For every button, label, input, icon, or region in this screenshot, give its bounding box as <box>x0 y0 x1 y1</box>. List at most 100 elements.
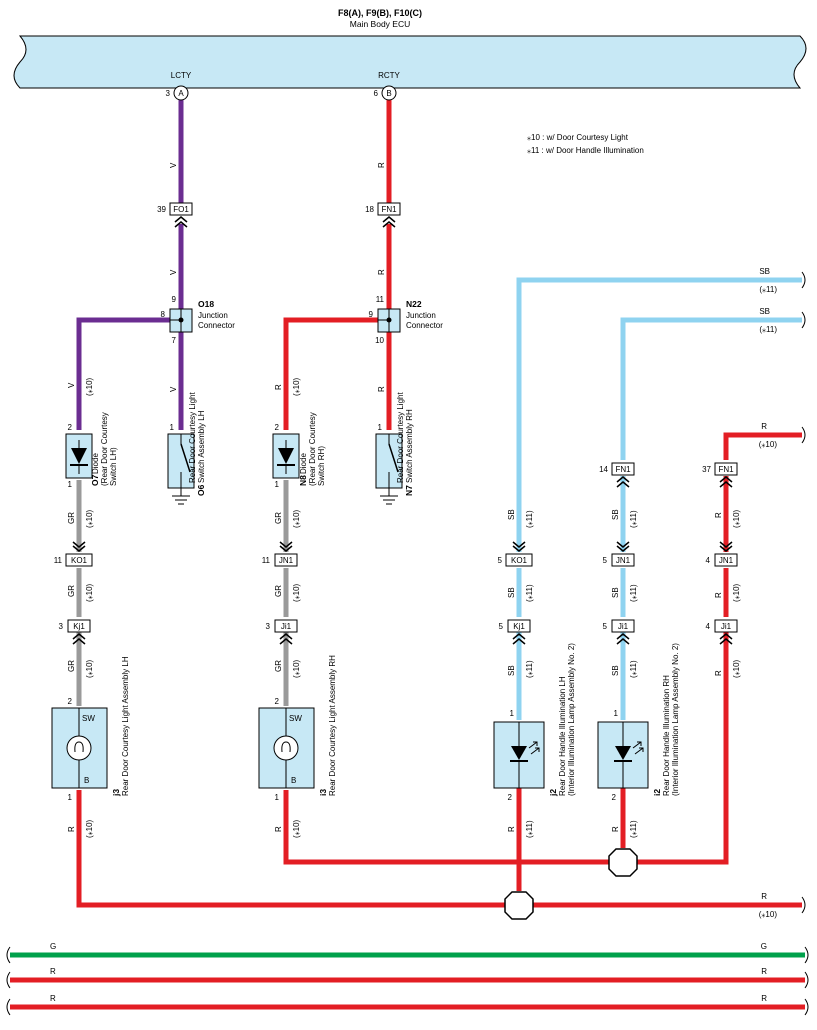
svg-text:G: G <box>761 942 767 951</box>
connector-kj1-sb: Kj1 5 <box>499 619 531 645</box>
svg-text:(⁎10): (⁎10) <box>85 377 94 396</box>
switch-n7: 1 <box>375 423 403 505</box>
svg-text:V: V <box>169 386 178 392</box>
svg-text:JN1: JN1 <box>279 556 294 565</box>
svg-text:3: 3 <box>266 622 271 631</box>
svg-text:R: R <box>67 826 76 832</box>
svg-text:(⁎10): (⁎10) <box>292 377 301 396</box>
svg-text:B: B <box>84 776 89 785</box>
svg-text:2: 2 <box>68 423 73 432</box>
svg-text:(⁎11): (⁎11) <box>629 584 638 602</box>
svg-text:(⁎10): (⁎10) <box>292 659 301 678</box>
svg-text:N22: N22 <box>406 299 422 309</box>
light-assembly-i3: SW B 2 1 <box>258 697 315 802</box>
svg-text:1: 1 <box>275 793 280 802</box>
svg-text:9: 9 <box>369 310 374 319</box>
svg-text:5: 5 <box>499 622 504 631</box>
svg-text:11: 11 <box>262 556 271 565</box>
wire-code-labels: V V V V R R R R GR GR GR GR GR GR R R SB… <box>67 162 723 832</box>
junction-o18: 9 8 7 O18 Junction Connector <box>161 295 236 345</box>
connector-jn1-r: JN1 4 <box>706 541 738 567</box>
svg-text:N7: N7 <box>404 485 414 496</box>
svg-text:18: 18 <box>365 205 374 214</box>
connector-jn1-sb: JN1 5 <box>603 541 635 567</box>
label-o6: O6 Rear Door Courtesy Light Switch Assem… <box>188 392 206 496</box>
svg-text:5: 5 <box>498 556 503 565</box>
svg-text:(⁎11): (⁎11) <box>629 820 638 838</box>
label-o7: O7 Diode (Rear Door Courtesy Switch LH) <box>90 412 118 486</box>
svg-text:FN1: FN1 <box>718 465 734 474</box>
wire-sb <box>516 277 802 720</box>
label-j3: j3 Rear Door Courtesy Light Assembly LH <box>111 656 130 797</box>
led-assembly-i2: 1 2 <box>597 709 649 802</box>
svg-text:(⁎10): (⁎10) <box>759 440 778 449</box>
svg-text:GR: GR <box>274 660 283 672</box>
splice-right <box>608 848 638 877</box>
svg-text:JN1: JN1 <box>616 556 631 565</box>
svg-text:Diode: Diode <box>299 453 308 474</box>
svg-text:Rear Door Courtesy Light Assem: Rear Door Courtesy Light Assembly LH <box>121 656 130 796</box>
svg-text:(Interior Illumination Lamp As: (Interior Illumination Lamp Assembly No.… <box>671 643 680 796</box>
svg-text:R: R <box>761 994 767 1003</box>
svg-text:V: V <box>169 269 178 275</box>
svg-text:(⁎10): (⁎10) <box>292 509 301 528</box>
svg-text:SB: SB <box>611 587 620 598</box>
svg-text:i2: i2 <box>652 789 662 796</box>
ecu-terminal-rcty: RCTY <box>378 71 400 80</box>
diode-n8: 2 1 <box>272 423 300 489</box>
svg-text:V: V <box>169 162 178 168</box>
svg-text:FO1: FO1 <box>173 205 189 214</box>
svg-text:7: 7 <box>172 336 177 345</box>
svg-text:GR: GR <box>274 585 283 597</box>
svg-text:Switch Assembly RH: Switch Assembly RH <box>405 409 414 483</box>
splice-left <box>504 891 534 920</box>
svg-text:2: 2 <box>275 697 280 706</box>
svg-text:(Interior Illumination Lamp As: (Interior Illumination Lamp Assembly No.… <box>567 643 576 796</box>
svg-text:1: 1 <box>68 480 73 489</box>
led-assembly-j2: 1 2 <box>493 709 545 802</box>
svg-text:(⁎10): (⁎10) <box>292 819 301 838</box>
svg-text:10: 10 <box>375 336 384 345</box>
svg-text:3: 3 <box>166 89 171 98</box>
svg-text:4: 4 <box>706 622 711 631</box>
svg-text:Rear Door Courtesy Light Assem: Rear Door Courtesy Light Assembly RH <box>328 655 337 796</box>
svg-text:SB: SB <box>611 509 620 520</box>
svg-text:R: R <box>50 967 56 976</box>
svg-text:SB: SB <box>611 665 620 676</box>
svg-text:R: R <box>377 386 386 392</box>
main-body-ecu: F8(A), F9(B), F10(C) Main Body ECU LCTY … <box>13 8 807 89</box>
svg-text:R: R <box>611 826 620 832</box>
svg-text:KO1: KO1 <box>71 556 88 565</box>
svg-text:(⁎11): (⁎11) <box>759 285 777 294</box>
svg-text:FN1: FN1 <box>381 205 397 214</box>
svg-text:i3: i3 <box>318 789 328 796</box>
svg-text:Switch Assembly LH: Switch Assembly LH <box>197 410 206 483</box>
svg-text:N8: N8 <box>298 475 308 486</box>
svg-text:(⁎10): (⁎10) <box>292 583 301 602</box>
wire-v-left <box>76 100 184 430</box>
svg-text:Switch LH): Switch LH) <box>109 447 118 486</box>
label-n8: N8 Diode (Rear Door Courtesy Switch RH) <box>298 412 326 486</box>
svg-text:R: R <box>761 422 767 431</box>
connector-fo1: FO1 39 <box>157 202 193 228</box>
connector-ji1-r: Ji1 4 <box>706 619 738 645</box>
junction-n22: 11 9 10 N22 Junction Connector <box>369 295 444 345</box>
svg-text:6: 6 <box>374 89 379 98</box>
wire-ends-right <box>6 271 809 1016</box>
svg-text:1: 1 <box>170 423 175 432</box>
svg-text:39: 39 <box>157 205 166 214</box>
svg-text:GR: GR <box>67 512 76 524</box>
option-mark-labels: (⁎10) (⁎10) (⁎10) (⁎10) (⁎10) (⁎10) (⁎10… <box>85 377 741 838</box>
wire-gr <box>76 480 289 706</box>
svg-text:SW: SW <box>289 714 302 723</box>
svg-text:1: 1 <box>614 709 619 718</box>
diode-o7: 2 1 <box>65 423 93 489</box>
ecu-name: Main Body ECU <box>350 19 410 29</box>
svg-text:2: 2 <box>612 793 617 802</box>
svg-text:2: 2 <box>68 697 73 706</box>
svg-text:B: B <box>386 89 391 98</box>
svg-text:R: R <box>714 670 723 676</box>
svg-text:GR: GR <box>67 660 76 672</box>
svg-text:R: R <box>377 162 386 168</box>
svg-text:1: 1 <box>378 423 383 432</box>
